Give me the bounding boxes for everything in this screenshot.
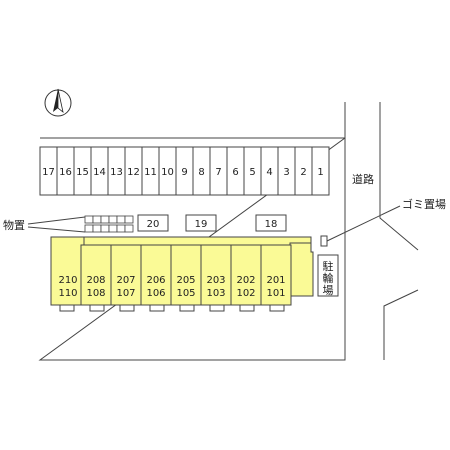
- unit-number-upper: 208: [86, 275, 105, 286]
- storage-shed: [92, 215, 102, 224]
- apartment-unit: [170, 244, 202, 306]
- storage-sheds: [27, 215, 134, 233]
- apartment-unit: [110, 244, 142, 306]
- unit-balcony: [209, 304, 225, 312]
- storage-shed: [108, 215, 118, 224]
- unit-number-lower: 108: [86, 288, 105, 299]
- unit-balcony: [59, 304, 75, 312]
- building-corridor: [50, 236, 312, 246]
- storage-shed: [116, 224, 126, 233]
- unit-balcony: [179, 304, 195, 312]
- parking-space-20: [137, 214, 169, 232]
- unit-number-upper: 210: [58, 275, 77, 286]
- bicycle-parking-area: [317, 254, 339, 297]
- unit-balcony: [239, 304, 255, 312]
- parking-space-number: 2: [300, 167, 306, 178]
- unit-number-lower: 105: [176, 288, 195, 299]
- parking-space-number: 16: [59, 167, 72, 178]
- unit-balcony: [119, 304, 135, 312]
- bicycle-label-char-2: 輪: [323, 271, 334, 285]
- storage-shed: [100, 215, 110, 224]
- road-edge-right-lower: [383, 289, 419, 360]
- parking-space-number: 20: [147, 219, 160, 230]
- apartment-unit: [200, 244, 232, 306]
- unit-number-lower: 103: [206, 288, 225, 299]
- north-arrow-icon: [44, 88, 72, 117]
- parking-space-number: 1: [317, 167, 323, 178]
- parking-space-number: 13: [110, 167, 123, 178]
- apartment-unit: [260, 244, 292, 306]
- unit-number-lower: 107: [116, 288, 135, 299]
- apartment-building: 210 110 208 108 207 107 206 106 205 105 203 103 202 1…: [50, 236, 314, 312]
- unit-balcony: [269, 304, 285, 312]
- apartment-unit: [230, 244, 262, 306]
- parking-space-number: 6: [232, 167, 238, 178]
- unit-number-lower: 102: [236, 288, 255, 299]
- parking-space-18: [255, 214, 287, 232]
- unit-number-upper: 206: [146, 275, 165, 286]
- unit-number-lower: 106: [146, 288, 165, 299]
- building-stair: [289, 242, 314, 297]
- bicycle-label-char-3: 場: [323, 284, 334, 297]
- storage-shed: [84, 224, 94, 233]
- parking-space-number: 19: [195, 219, 208, 230]
- storage-shed: [108, 224, 118, 233]
- parking-space-number: 15: [76, 167, 89, 178]
- parking-space-number: 18: [265, 219, 278, 230]
- garbage-leader: [326, 205, 401, 242]
- parking-space-number: 10: [161, 167, 174, 178]
- apartment-unit: [80, 244, 112, 306]
- unit-number-upper: 201: [266, 275, 285, 286]
- garbage-label: ゴミ置場: [402, 197, 446, 211]
- parking-space-number: 4: [266, 167, 272, 178]
- garbage-area: [320, 235, 328, 247]
- unit-balcony: [149, 304, 165, 312]
- parking-space-number: 8: [198, 167, 204, 178]
- road-edge-right-upper: [379, 102, 419, 251]
- parking-space-number: 12: [127, 167, 140, 178]
- apartment-unit: [50, 236, 85, 306]
- storage-shed: [84, 215, 94, 224]
- storage-leader: [27, 226, 86, 233]
- bicycle-label-char-1: 駐: [323, 259, 334, 273]
- storage-shed: [116, 215, 126, 224]
- parking-space-19: [185, 214, 217, 232]
- parking-space-1: [311, 146, 330, 196]
- parking-space-number: 7: [215, 167, 221, 178]
- apartment-unit: [140, 244, 172, 306]
- unit-number-upper: 203: [206, 275, 225, 286]
- storage-shed: [100, 224, 110, 233]
- unit-number-upper: 202: [236, 275, 255, 286]
- storage-shed: [124, 215, 134, 224]
- storage-label: 物置: [3, 218, 25, 232]
- storage-shed: [92, 224, 102, 233]
- parking-space-number: 9: [181, 167, 187, 178]
- parking-space-number: 17: [42, 167, 55, 178]
- parking-space-number: 5: [249, 167, 255, 178]
- unit-number-lower: 110: [58, 288, 77, 299]
- parking-space-number: 14: [93, 167, 106, 178]
- unit-balcony: [89, 304, 105, 312]
- unit-number-upper: 207: [116, 275, 135, 286]
- extra-parking: 20 19 18: [137, 214, 287, 232]
- parking-space-number: 11: [144, 167, 157, 178]
- storage-leader: [27, 216, 86, 225]
- parking-space-number: 3: [283, 167, 289, 178]
- unit-number-upper: 205: [176, 275, 195, 286]
- storage-shed: [124, 224, 134, 233]
- road-label: 道路: [352, 172, 374, 186]
- unit-number-lower: 101: [266, 288, 285, 299]
